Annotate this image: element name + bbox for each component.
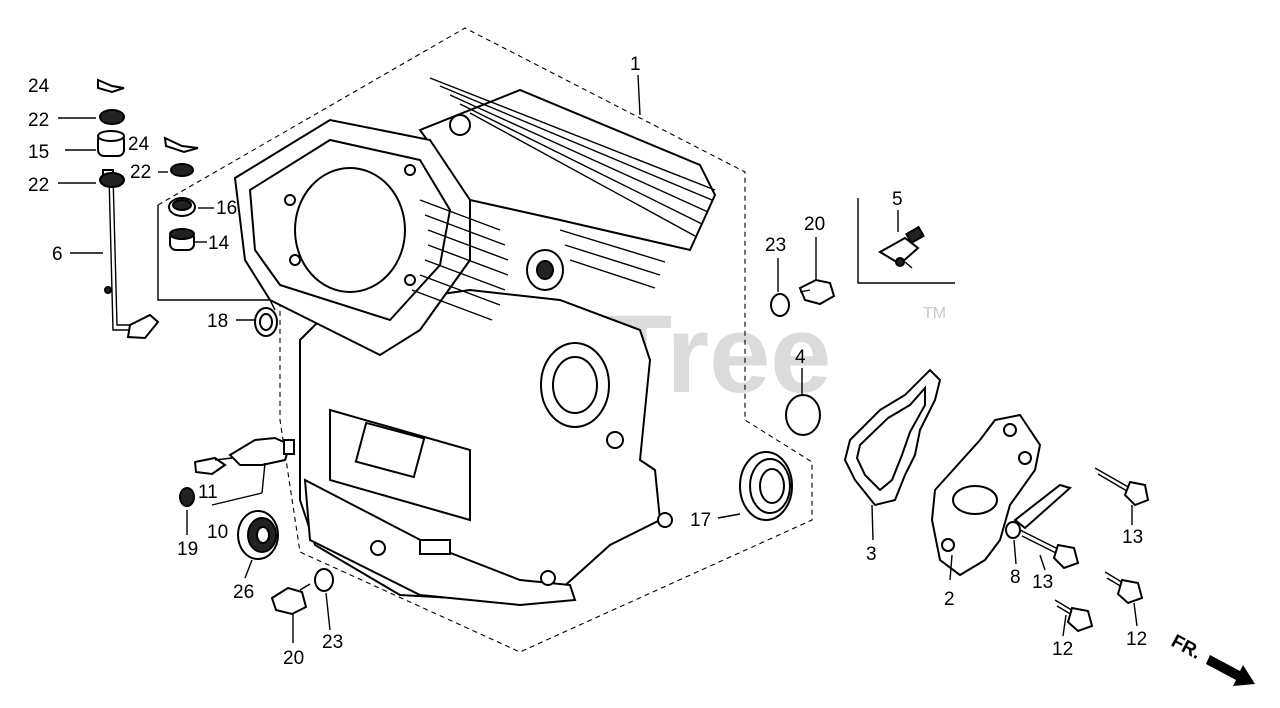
washer-part-22-low[interactable] [99,172,125,188]
callout-20-lower: 20 [283,648,304,669]
seal-part-15[interactable] [97,130,125,157]
small-parts-bracket [157,205,276,311]
clip-part-24-mid[interactable] [163,136,199,154]
callout-labels: 1 2 3 4 5 6 8 10 11 12 12 13 13 14 15 16… [28,54,1147,669]
callout-6: 6 [52,244,63,265]
watermark-trademark: TM [923,305,946,322]
seal-part-16[interactable] [168,197,196,217]
callout-24-top: 24 [28,76,50,97]
callout-5: 5 [892,189,903,210]
callout-13-lower: 13 [1032,572,1053,593]
callout-3: 3 [866,544,877,565]
callout-13-upper: 13 [1122,527,1143,548]
callout-4: 4 [795,347,806,368]
oil-seal-part-17[interactable] [739,451,793,521]
callout-1: 1 [630,54,641,75]
callout-12-lower: 12 [1052,639,1073,660]
front-arrow-label: FR. [1168,631,1205,664]
leader-lines [58,74,1138,643]
washer-part-23-lower[interactable] [314,568,334,592]
callout-22-mid: 22 [130,162,151,183]
front-direction-arrow: FR. [1168,631,1255,686]
callout-12-right: 12 [1126,629,1147,650]
callout-10: 10 [207,522,228,543]
assembly-outline [157,27,813,653]
gasket-part-3[interactable] [843,368,942,507]
callout-24-mid: 24 [128,134,150,155]
callout-16: 16 [216,198,237,219]
bolt-part-12-right[interactable] [1104,571,1144,605]
callout-23-upper: 23 [765,235,786,256]
callout-23-lower: 23 [322,632,343,653]
cylinder-block-part-1[interactable] [233,77,717,607]
dipstick-tube-part-6[interactable] [102,169,160,340]
callout-22-top: 22 [28,110,49,131]
bolt-part-13-upper[interactable] [1094,467,1150,507]
callout-22-low: 22 [28,175,49,196]
front-arrow-icon [1206,655,1255,686]
washer-part-23-upper[interactable] [770,293,790,317]
washer-part-8[interactable] [1005,521,1021,539]
plug-part-4[interactable] [785,394,821,436]
callout-26: 26 [233,582,254,603]
clip-part-24-top[interactable] [97,78,125,94]
seal-part-14[interactable] [169,228,195,251]
callout-2: 2 [944,589,955,610]
washer-part-19[interactable] [179,487,195,507]
callout-17: 17 [690,510,711,531]
callout-20-upper: 20 [804,214,825,235]
o-ring-part-18[interactable] [254,307,278,337]
bolt-part-12-lower[interactable] [1054,599,1094,633]
bracket-strip [1013,483,1073,530]
seal-part-26[interactable] [237,510,279,560]
callout-11: 11 [198,482,218,503]
fitting-part-11[interactable] [193,456,233,476]
washer-part-22-top[interactable] [99,109,125,125]
cover-part-2[interactable] [930,413,1042,577]
callout-19: 19 [177,539,198,560]
sensor-part-5[interactable] [878,225,925,269]
callout-18: 18 [207,311,228,332]
drain-bolt-part-20-lower[interactable] [270,583,311,616]
bolt-part-13-lower[interactable] [1019,529,1080,570]
callout-15: 15 [28,142,49,163]
callout-8: 8 [1010,567,1021,588]
oil-switch-part-10[interactable] [228,436,295,466]
washer-part-22-mid[interactable] [170,163,194,177]
callout-14: 14 [208,233,230,254]
part-5-bracket [857,198,955,284]
